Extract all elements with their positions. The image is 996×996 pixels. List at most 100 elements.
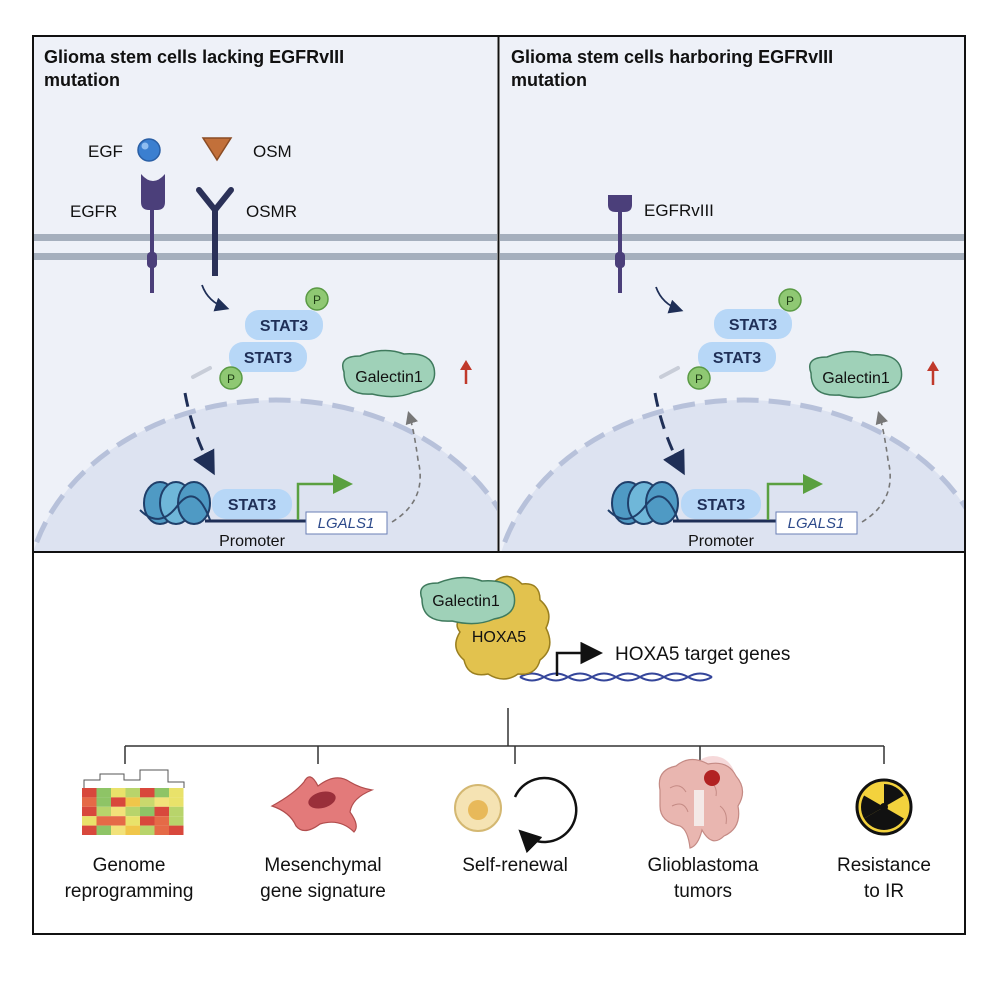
heatmap-cell <box>169 788 184 798</box>
heatmap-cell <box>96 788 111 798</box>
right-stat3-upper <box>714 309 792 339</box>
egfr-receptor-icon <box>141 174 165 293</box>
hoxa5-target-genes-label: HOXA5 target genes <box>615 644 790 665</box>
heatmap-cell <box>82 816 97 826</box>
heatmap-cell <box>111 825 126 835</box>
left-stat3-upper-label: STAT3 <box>260 318 308 335</box>
left-phospho-upper-label: P <box>313 293 321 307</box>
heatmap-cell <box>96 797 111 807</box>
heatmap-cell <box>125 797 140 807</box>
right-transcription-arrow <box>766 474 823 520</box>
heatmap-cell <box>140 816 155 826</box>
right-stat3-upper-label: STAT3 <box>729 317 777 334</box>
right-nuclear-envelope <box>500 397 964 551</box>
outcome-glioblastoma-line1: Glioblastoma <box>648 855 759 876</box>
heatmap-cell <box>96 806 111 817</box>
heatmap-cell <box>140 788 155 798</box>
left-transcription-arrow <box>296 474 353 520</box>
left-panel: Glioma stem cells lacking EGFRvIII mutat… <box>34 37 497 551</box>
heatmap-cell <box>140 806 155 817</box>
heatmap-cell <box>169 806 184 817</box>
left-galectin1-label: Galectin1 <box>355 369 423 386</box>
heatmap-cell <box>154 788 169 798</box>
heatmap-cell <box>125 788 140 798</box>
left-nucleosome-icon <box>139 481 211 525</box>
self-renewal-icon <box>454 776 578 854</box>
heatmap-cell <box>169 825 184 835</box>
left-lgals1-label: LGALS1 <box>318 515 375 532</box>
egf-label: EGF <box>88 142 123 161</box>
right-panel-title-line2: mutation <box>511 70 587 90</box>
right-phospho-upper-label: P <box>786 294 794 308</box>
right-phospho-lower-label: P <box>695 372 703 386</box>
left-stat3-upper <box>245 310 323 340</box>
osm-label: OSM <box>253 142 292 161</box>
right-lgals1-label: LGALS1 <box>788 515 845 532</box>
heatmap-cell <box>140 825 155 835</box>
right-upregulation-arrow-icon <box>927 361 939 385</box>
left-membrane-outer <box>34 234 497 241</box>
right-nuclear-stat3-label: STAT3 <box>697 497 745 514</box>
outcome-resistance-line2: to IR <box>864 881 904 902</box>
left-nuclear-stat3 <box>212 489 292 519</box>
heatmap-icon <box>82 769 185 835</box>
heatmap-cell <box>125 825 140 835</box>
right-activation-arrow <box>655 286 684 314</box>
left-phospho-lower-label: P <box>227 372 235 386</box>
right-promoter-label: Promoter <box>688 533 754 550</box>
outcome-self-renewal-line1: Self-renewal <box>462 855 568 876</box>
right-galectin1-label: Galectin1 <box>822 370 890 387</box>
right-panel-title: Glioma stem cells harboring EGFRvIII <box>511 47 833 67</box>
left-panel-title: Glioma stem cells lacking EGFRvIII <box>44 47 344 67</box>
left-phospho-lower <box>219 366 243 390</box>
right-nucleosome-icon <box>607 481 679 525</box>
heatmap-cell <box>82 788 97 798</box>
right-stat3-lower <box>698 342 776 372</box>
bottom-panel: HOXA5 Galectin1 HOXA5 target genes <box>65 575 931 902</box>
heatmap-cell <box>111 806 126 817</box>
osmr-receptor-icon <box>196 187 234 276</box>
radiation-icon <box>855 778 913 836</box>
outcome-genome-line1: Genome <box>93 855 166 876</box>
left-stat3-lower <box>229 342 307 372</box>
egfr-label: EGFR <box>70 202 117 221</box>
hoxa5-transcription-arrow <box>555 641 603 676</box>
left-membrane-inner <box>34 253 497 260</box>
left-panel-title-line2: mutation <box>44 70 120 90</box>
dna-helix-icon <box>519 672 713 682</box>
bottom-galectin1-label: Galectin1 <box>432 593 500 610</box>
osm-ligand-icon <box>201 137 233 162</box>
bottom-galectin1-protein <box>420 576 516 625</box>
left-lgals1-gene <box>305 511 388 535</box>
right-phospho-upper <box>778 288 802 312</box>
left-export-arrow <box>391 410 421 523</box>
heatmap-cell <box>169 797 184 807</box>
heatmap-cell <box>140 797 155 807</box>
outcome-resistance-line1: Resistance <box>837 855 931 876</box>
right-membrane-outer <box>500 234 964 241</box>
outcome-mesenchymal-line1: Mesenchymal <box>264 855 381 876</box>
hoxa5-label: HOXA5 <box>472 629 526 646</box>
mesenchymal-cell-icon <box>270 776 375 833</box>
right-membrane-inner <box>500 253 964 260</box>
left-translocation-arrow <box>183 392 215 476</box>
left-upregulation-arrow-icon <box>460 360 472 384</box>
right-export-arrow <box>861 410 891 523</box>
left-phospho-upper <box>305 287 329 311</box>
left-nuclear-stat3-label: STAT3 <box>228 497 276 514</box>
osmr-label: OSMR <box>246 202 297 221</box>
heatmap-cell <box>96 816 111 826</box>
outcome-glioblastoma-line2: tumors <box>674 881 732 902</box>
outcome-branch-connector <box>124 708 885 764</box>
heatmap-cell <box>125 816 140 826</box>
heatmap-cell <box>169 816 184 826</box>
right-phospho-lower <box>687 366 711 390</box>
panel-borders <box>32 35 966 935</box>
heatmap-cell <box>82 806 97 817</box>
heatmap-cell <box>82 825 97 835</box>
right-panel: Glioma stem cells harboring EGFRvIII mut… <box>500 37 964 551</box>
heatmap-cell <box>125 806 140 817</box>
heatmap-cell <box>154 806 169 817</box>
left-galectin1-protein <box>342 349 436 398</box>
